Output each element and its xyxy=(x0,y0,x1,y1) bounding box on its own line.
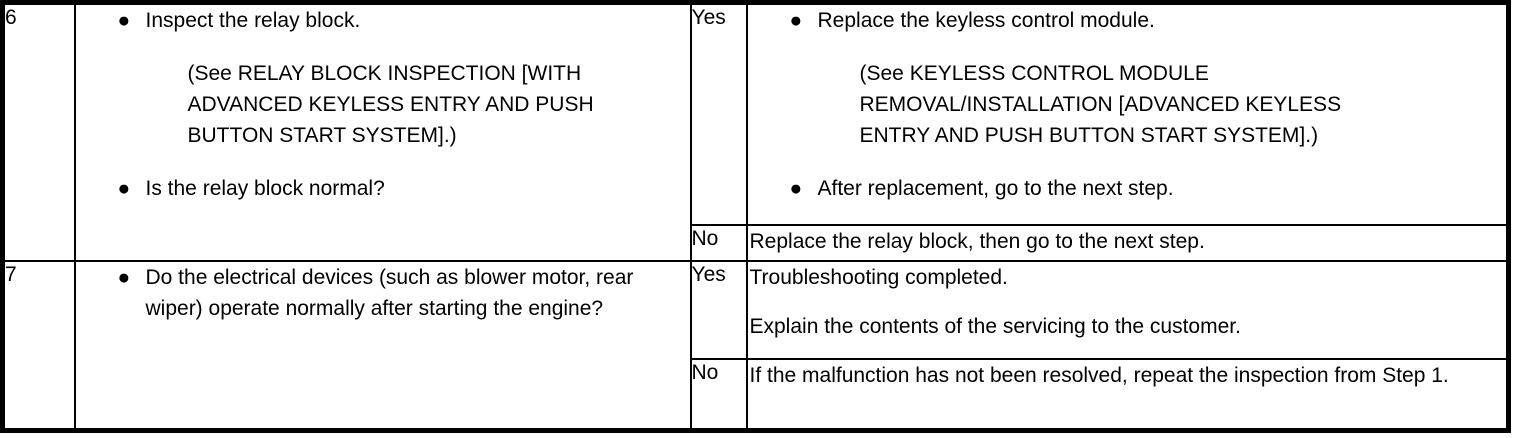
action-text: Explain the contents of the servicing to… xyxy=(749,314,1241,338)
action-text: Troubleshooting completed. xyxy=(749,265,1008,289)
step-number: 6 xyxy=(5,6,17,29)
table-row: No Replace the relay block, then go to t… xyxy=(3,223,1510,262)
step-description-cell-7: ● Do the electrical devices (such as blo… xyxy=(73,259,692,432)
answer-label-cell-no-6: No xyxy=(689,223,748,262)
action-text: If the malfunction has not been resolved… xyxy=(749,363,1449,387)
description-bullet-text: Is the relay block normal? xyxy=(145,177,385,200)
table-row: 6 ● Inspect the relay block. (See RELAY … xyxy=(1,1,1510,262)
action-bullet: ● After replacement, go to the next step… xyxy=(748,173,1507,204)
action-bullet: ● Replace the keyless control module. xyxy=(748,5,1507,36)
reference-line: REMOVAL/INSTALLATION [ADVANCED KEYLESS xyxy=(859,93,1342,116)
spacer xyxy=(748,151,1507,173)
action-cell-no-6: Replace the relay block, then go to the … xyxy=(745,223,1510,262)
answer-label-cell-yes-7: Yes xyxy=(689,259,748,360)
action-bullet-text: Replace the keyless control module. xyxy=(817,9,1155,32)
action-cell-no-7: If the malfunction has not been resolved… xyxy=(745,357,1510,432)
table-row: No If the malfunction has not been resol… xyxy=(3,357,1510,432)
step-number: 7 xyxy=(5,262,17,286)
answer-label: No xyxy=(691,360,719,384)
spacer xyxy=(748,293,1507,311)
bullet-icon: ● xyxy=(117,265,131,289)
spacer xyxy=(76,36,690,58)
reference-line: (See RELAY BLOCK INSPECTION [WITH xyxy=(187,62,582,85)
bullet-icon: ● xyxy=(789,9,803,32)
description-bullet-text: Inspect the relay block. xyxy=(145,9,361,32)
description-bullet: ● Do the electrical devices (such as blo… xyxy=(76,262,690,324)
description-bullet-text: Do the electrical devices (such as blowe… xyxy=(145,265,634,320)
answer-label: No xyxy=(691,226,719,250)
description-reference: (See RELAY BLOCK INSPECTION [WITH ADVANC… xyxy=(76,58,690,151)
answer-label: Yes xyxy=(691,6,726,29)
reference-line: ENTRY AND PUSH BUTTON START SYSTEM].) xyxy=(859,124,1319,147)
action-text: Replace the relay block, then go to the … xyxy=(749,229,1205,253)
table-row: 7 ● Do the electrical devices (such as b… xyxy=(1,259,1510,432)
description-bullet: ● Is the relay block normal? xyxy=(76,173,690,204)
answer-label-cell-yes-6: Yes xyxy=(689,1,748,226)
step-description-cell-6: ● Inspect the relay block. (See RELAY BL… xyxy=(73,1,692,262)
spacer xyxy=(76,151,690,173)
action-reference: (See KEYLESS CONTROL MODULE REMOVAL/INST… xyxy=(748,58,1507,151)
bullet-icon: ● xyxy=(789,177,803,200)
action-cell-yes-7: Troubleshooting completed. Explain the c… xyxy=(745,259,1510,360)
answer-label-cell-no-7: No xyxy=(689,357,748,432)
step-number-cell-6: 6 xyxy=(1,1,76,262)
action-bullet-text: After replacement, go to the next step. xyxy=(817,177,1174,200)
description-bullet: ● Inspect the relay block. xyxy=(76,5,690,36)
bullet-icon: ● xyxy=(117,177,131,200)
reference-line: BUTTON START SYSTEM].) xyxy=(187,124,457,147)
reference-line: (See KEYLESS CONTROL MODULE xyxy=(859,62,1209,85)
bullet-icon: ● xyxy=(117,9,131,32)
action-cell-yes-6: ● Replace the keyless control module. (S… xyxy=(745,1,1510,226)
spacer xyxy=(748,36,1507,58)
reference-line: ADVANCED KEYLESS ENTRY AND PUSH xyxy=(187,93,594,116)
step-number-cell-7: 7 xyxy=(1,259,76,432)
answer-label: Yes xyxy=(691,262,726,286)
